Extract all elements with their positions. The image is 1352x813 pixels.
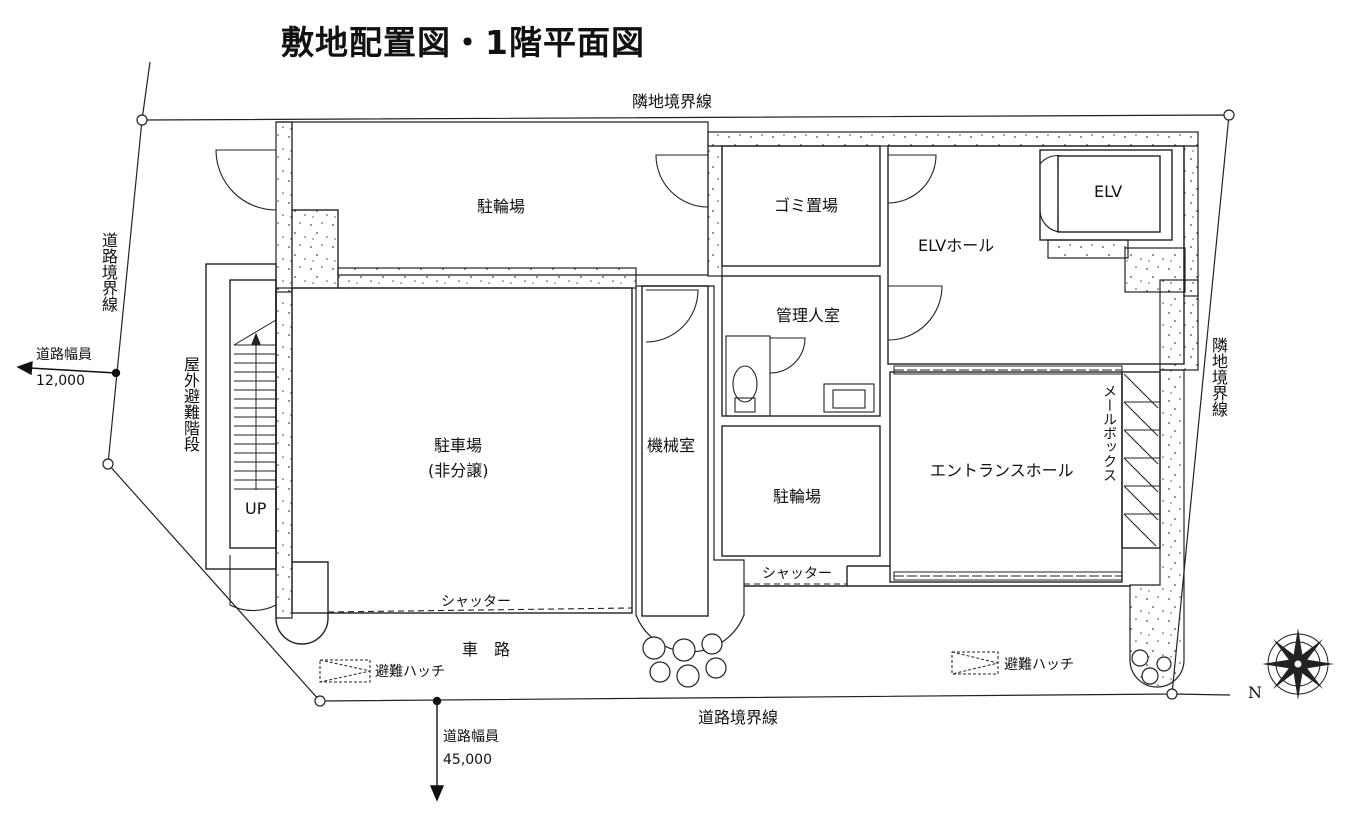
road-width-label-west: 道路幅員 <box>36 347 92 363</box>
room-label-parking-note: (非分譲) <box>428 461 489 480</box>
evacuation-hatch-right <box>951 651 999 675</box>
shutter-label-left: シャッター <box>441 594 511 610</box>
boundary-markers <box>102 109 1235 707</box>
road-width-value-south: 45,000 <box>443 752 492 768</box>
boundary-label-top: 隣地境界線 <box>632 92 713 111</box>
driveway-label: 車 路 <box>462 640 511 659</box>
evacuation-hatch-left <box>319 659 371 683</box>
road-width-label-south: 道路幅員 <box>443 729 499 745</box>
stair-treads <box>233 319 277 490</box>
mailbox-cells <box>1123 373 1160 547</box>
road-width-value-west: 12,000 <box>36 373 85 389</box>
boundary-label-right: 隣地境界線 <box>1209 337 1228 417</box>
shutter-lines <box>327 583 847 613</box>
road-width-arrow-south <box>429 696 445 802</box>
toilet-fixture <box>725 335 771 417</box>
planting-shrubs <box>642 633 1172 688</box>
room-label-mailbox: メールボックス <box>1101 384 1117 482</box>
boundary-label-bottom: 道路境界線 <box>698 708 779 727</box>
hatch-label-left: 避難ハッチ <box>375 664 445 680</box>
entrance-glass-doors <box>893 365 1123 581</box>
north-label: N <box>1248 683 1262 702</box>
sink-fixture <box>823 383 875 413</box>
room-label-outdoor-stairs: 屋外避難階段 <box>181 356 200 452</box>
site-boundary <box>107 61 1231 702</box>
door-swings <box>215 149 1063 612</box>
shutter-label-right: シャッター <box>762 566 832 582</box>
room-label-parking: 駐車場 <box>434 436 483 455</box>
room-label-entrance-hall: エントランスホール <box>930 461 1074 480</box>
room-label-machine: 機械室 <box>647 436 696 455</box>
room-label-garbage: ゴミ置場 <box>774 196 839 215</box>
hatch-label-right: 避難ハッチ <box>1004 657 1074 673</box>
north-compass <box>1262 628 1334 700</box>
stippled-walls <box>275 121 1199 688</box>
room-label-elevator-hall: ELVホール <box>918 236 995 255</box>
stairs-up-label: UP <box>245 499 267 518</box>
room-label-bicycle-mid: 駐輪場 <box>773 487 822 506</box>
page-title: 敷地配置図・1階平面図 <box>281 23 645 62</box>
room-label-elevator: ELV <box>1094 182 1123 201</box>
boundary-label-left: 道路境界線 <box>99 232 118 312</box>
room-label-bicycle-top: 駐輪場 <box>477 197 526 216</box>
road-width-arrow-west <box>16 360 121 378</box>
walls <box>205 145 1185 645</box>
room-label-manager: 管理人室 <box>776 306 841 325</box>
